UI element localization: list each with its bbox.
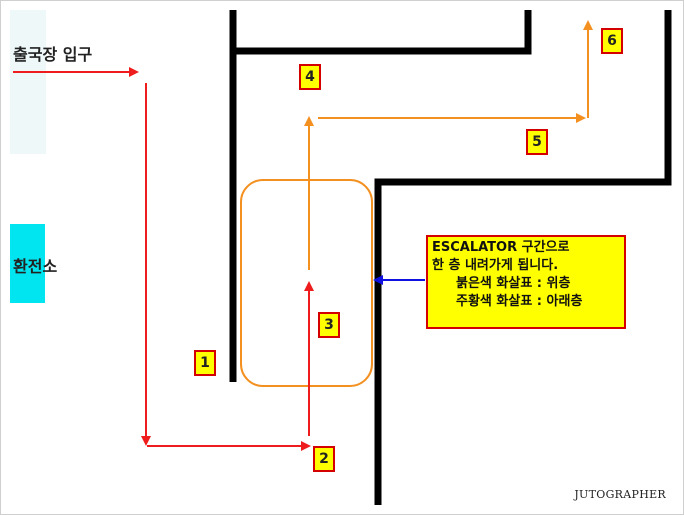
note-line-3: 붉은색 화살표 : 위층 bbox=[456, 276, 571, 291]
exchange-office-block bbox=[10, 224, 45, 303]
photographer-credit: JUTOGRAPHER bbox=[574, 488, 666, 501]
step-label-6: 6 bbox=[601, 28, 623, 54]
upper-corridor-wall bbox=[233, 10, 532, 55]
escalator-zone bbox=[240, 179, 373, 387]
right-wall bbox=[374, 10, 672, 505]
departure-entrance-label: 출국장 입구 bbox=[13, 45, 93, 64]
note-line-2: 한 층 내려가게 됩니다. bbox=[432, 258, 559, 273]
note-line-1: ESCALATOR 구간으로 bbox=[432, 240, 570, 255]
note-line-4: 주황색 화살표 : 아래층 bbox=[456, 294, 583, 309]
step-label-5: 5 bbox=[526, 129, 548, 155]
step-label-1: 1 bbox=[194, 350, 216, 376]
exchange-office-label: 환전소 bbox=[13, 257, 58, 276]
step-label-3: 3 bbox=[318, 312, 340, 338]
entrance-area-block bbox=[10, 10, 46, 154]
step-label-2: 2 bbox=[313, 446, 335, 472]
step-label-4: 4 bbox=[299, 64, 321, 90]
escalator-note-box: ESCALATOR 구간으로 한 층 내려가게 됩니다. 붉은색 화살표 : 위… bbox=[426, 235, 626, 329]
